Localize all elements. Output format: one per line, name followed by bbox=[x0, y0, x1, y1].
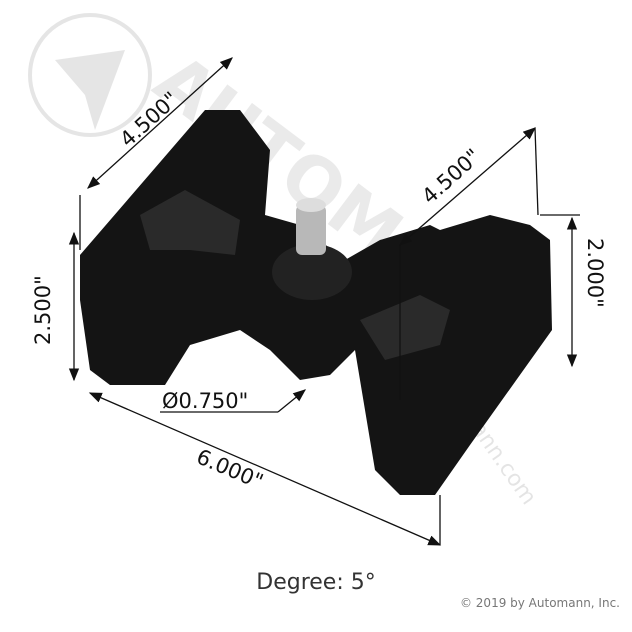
dim-height-left: 2.500" bbox=[31, 275, 55, 345]
dim-length-top-right: 4.500" bbox=[417, 144, 485, 209]
copyright: © 2019 by Automann, Inc. bbox=[459, 596, 620, 610]
watermark-logo bbox=[28, 13, 152, 137]
dim-width-bottom: 6.000" bbox=[193, 445, 267, 494]
pin bbox=[296, 198, 326, 255]
dim-diameter: Ø0.750" bbox=[162, 389, 248, 413]
degree-caption: Degree: 5° bbox=[256, 570, 376, 595]
dim-height-right: 2.000" bbox=[583, 238, 607, 308]
dimension-lines bbox=[68, 57, 580, 546]
